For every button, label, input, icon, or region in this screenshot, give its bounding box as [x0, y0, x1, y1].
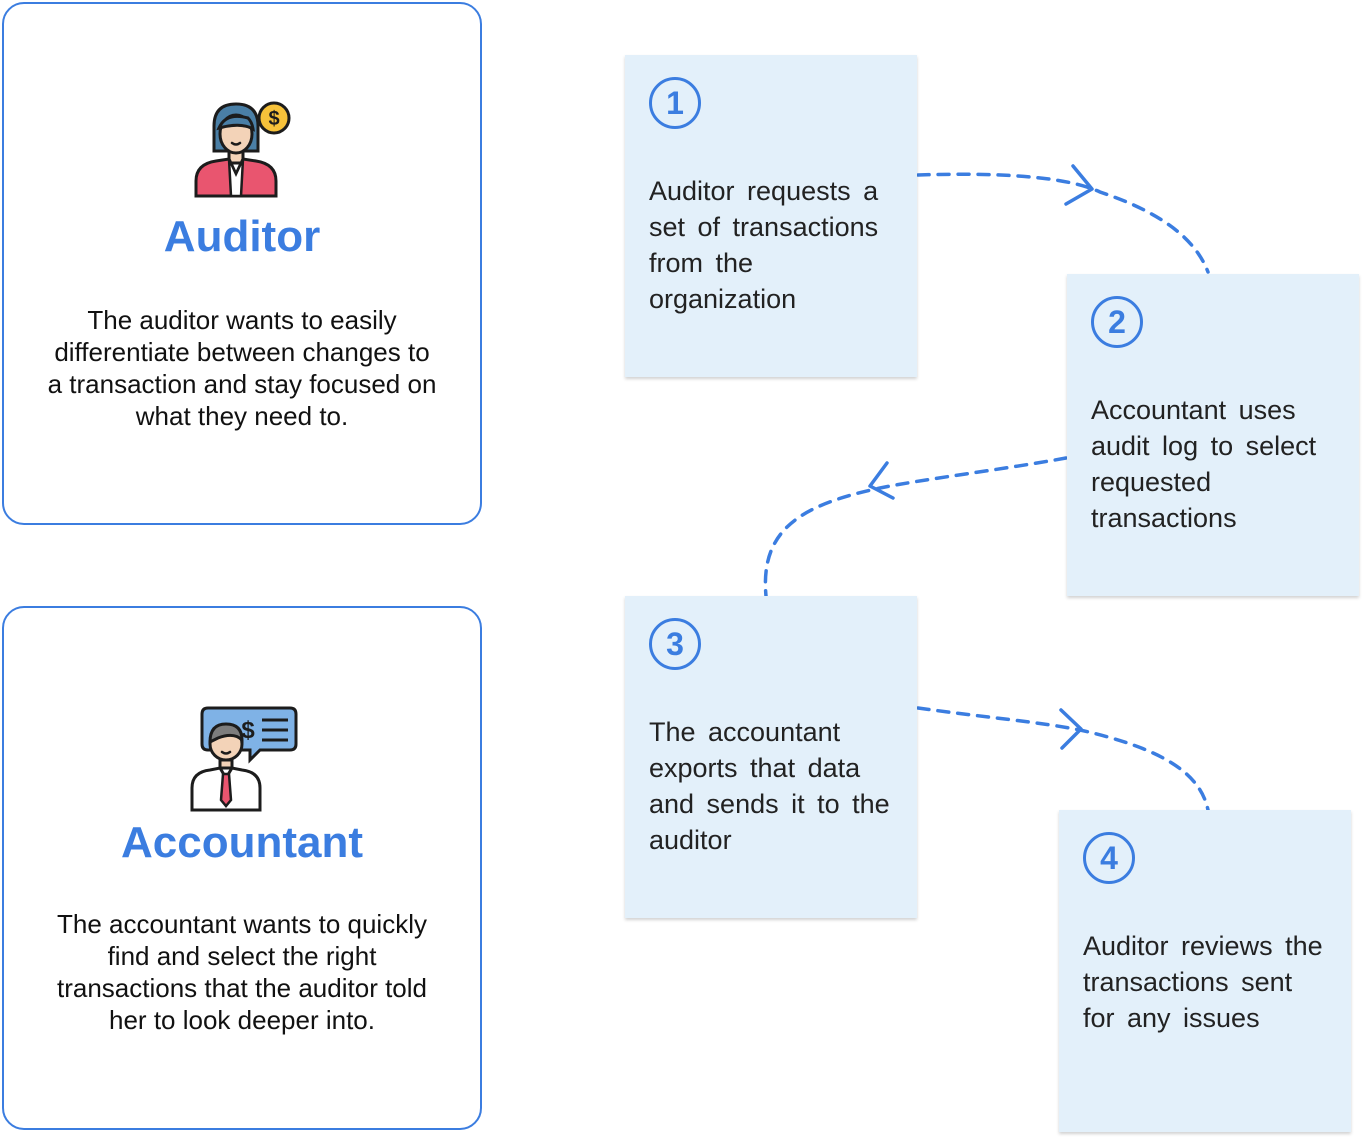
auditor-card: $ Auditor The auditor wants to easily di… [2, 2, 482, 525]
step-text: Accountant uses audit log to select requ… [1091, 395, 1317, 533]
auditor-title: Auditor [163, 212, 321, 261]
svg-text:$: $ [241, 717, 255, 744]
svg-text:$: $ [268, 108, 279, 130]
auditor-icon: $ [194, 101, 291, 198]
accountant-title: Accountant [121, 818, 363, 867]
step-text: The accountant exports that data and sen… [649, 717, 890, 855]
arrow-step3-to-step4 [916, 706, 1210, 812]
accountant-description: The accountant wants to quickly find and… [56, 909, 427, 1035]
step-card-4: 4 Auditor reviews the transactions sent … [1059, 810, 1351, 1132]
accountant-card: $ Accountant The accountant wants to qui… [2, 606, 482, 1130]
accountant-icon: $ [190, 706, 298, 812]
step-card-3: 3 The accountant exports that data and s… [625, 596, 917, 918]
step-text: Auditor requests a set of transactions f… [649, 176, 879, 314]
step-number-badge: 1 [649, 77, 701, 129]
step-card-1: 1 Auditor requests a set of transactions… [625, 55, 917, 377]
step-number-badge: 4 [1083, 832, 1135, 884]
step-number-badge: 3 [649, 618, 701, 670]
step-card-2: 2 Accountant uses audit log to select re… [1067, 274, 1359, 596]
step-text: Auditor reviews the transactions sent fo… [1083, 931, 1323, 1033]
arrow-step1-to-step2 [916, 164, 1210, 274]
auditor-description: The auditor wants to easily differentiat… [47, 305, 437, 431]
step-number-badge: 2 [1091, 296, 1143, 348]
arrow-step2-to-step3 [763, 456, 1068, 598]
